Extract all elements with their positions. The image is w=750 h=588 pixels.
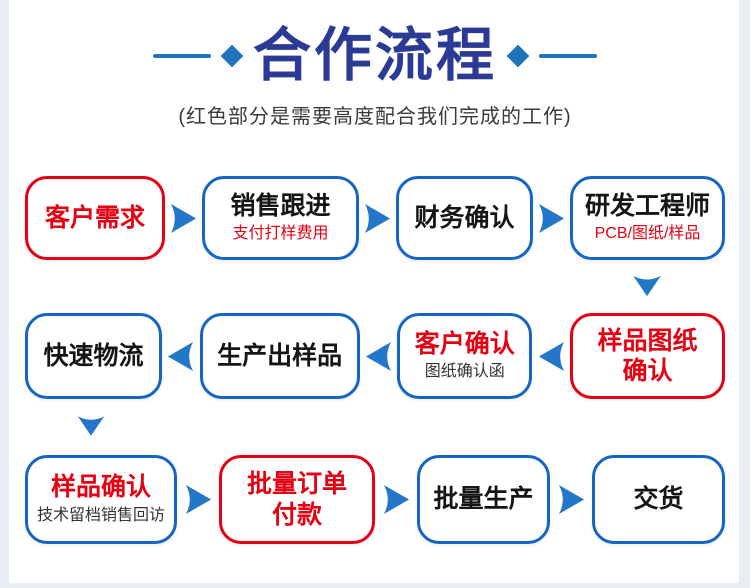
arrow-down-icon xyxy=(631,274,663,298)
flow-box-delivery: 交货 xyxy=(592,455,725,544)
right-deco-line xyxy=(539,53,597,58)
flow-row-1: 客户需求 销售跟进 支付打样费用 财务确认 研发工程师 PCB/图纸/样品 xyxy=(25,176,725,260)
flow-box-finance-confirm: 财务确认 xyxy=(396,176,533,260)
arrow-right-icon xyxy=(363,202,392,235)
flow-box-subtitle: 支付打样费用 xyxy=(232,225,329,243)
flow-box-sample-confirm: 样品确认 技术留档销售回访 xyxy=(25,455,177,544)
flow-box-title: 财务确认 xyxy=(414,203,515,232)
left-deco-line xyxy=(152,53,211,58)
arrow-left-icon xyxy=(537,340,566,373)
flow-box-title: 生产出样品 xyxy=(217,341,343,370)
flow-box-produce-sample: 生产出样品 xyxy=(199,313,360,399)
right-diamond-icon xyxy=(506,44,530,68)
arrow-right-icon xyxy=(382,483,411,516)
flow-box-title: 研发工程师 xyxy=(584,191,710,220)
flow-box-title: 快速物流 xyxy=(43,341,144,370)
flow-box-sales-followup: 销售跟进 支付打样费用 xyxy=(202,176,359,260)
flow-box-title: 样品确认 xyxy=(50,473,151,502)
arrow-left-icon xyxy=(364,340,393,373)
flow-box-title-line2: 确认 xyxy=(622,357,673,385)
arrow-right-icon xyxy=(537,202,566,235)
arrow-right-icon xyxy=(184,483,213,516)
flow-box-sample-drawing-confirm: 样品图纸 确认 xyxy=(569,313,725,399)
flow-box-title-line1: 批量订单 xyxy=(246,470,347,498)
flow-row-2: 快速物流 生产出样品 客户确认 图纸确认函 样品图纸 确认 xyxy=(25,313,725,399)
arrow-right-icon xyxy=(169,202,198,235)
flow-box-subtitle: PCB/图纸/样品 xyxy=(594,225,701,243)
header: 合作流程 (红色部分是需要高度配合我们完成的工作) xyxy=(0,24,750,129)
flow-box-subtitle: 技术留档销售回访 xyxy=(36,506,165,524)
arrow-right-icon xyxy=(557,483,586,516)
flow-box-title-line2: 付款 xyxy=(271,500,322,529)
flow-box-title-line1: 样品图纸 xyxy=(597,326,698,355)
arrow-left-icon xyxy=(166,340,195,373)
flow-box-customer-confirm: 客户确认 图纸确认函 xyxy=(397,313,533,399)
arrow-down-icon xyxy=(76,414,106,438)
flow-box-title: 客户确认 xyxy=(414,329,515,358)
flow-box-bulk-production: 批量生产 xyxy=(417,455,550,544)
page-title: 合作流程 xyxy=(252,23,497,88)
flow-box-fast-logistics: 快速物流 xyxy=(25,313,162,399)
flow-box-title: 批量生产 xyxy=(433,485,534,514)
flow-box-subtitle: 图纸确认函 xyxy=(424,363,505,381)
flow-row-3: 样品确认 技术留档销售回访 批量订单 付款 批量生产 交货 xyxy=(25,455,725,544)
flow-box-title: 客户需求 xyxy=(44,203,145,232)
flow-box-rd-engineer: 研发工程师 PCB/图纸/样品 xyxy=(570,176,725,260)
page-subtitle: (红色部分是需要高度配合我们完成的工作) xyxy=(178,105,572,128)
left-edge-strip xyxy=(0,0,9,588)
title-row: 合作流程 xyxy=(0,24,750,88)
flow-box-customer-demand: 客户需求 xyxy=(25,176,165,260)
left-diamond-icon xyxy=(220,44,244,68)
right-edge-strip xyxy=(739,0,750,588)
bottom-edge-strip xyxy=(0,583,750,588)
flow-box-bulk-order-payment: 批量订单 付款 xyxy=(219,455,375,544)
flow-box-title: 销售跟进 xyxy=(230,191,331,220)
flow-box-title: 交货 xyxy=(633,485,684,514)
